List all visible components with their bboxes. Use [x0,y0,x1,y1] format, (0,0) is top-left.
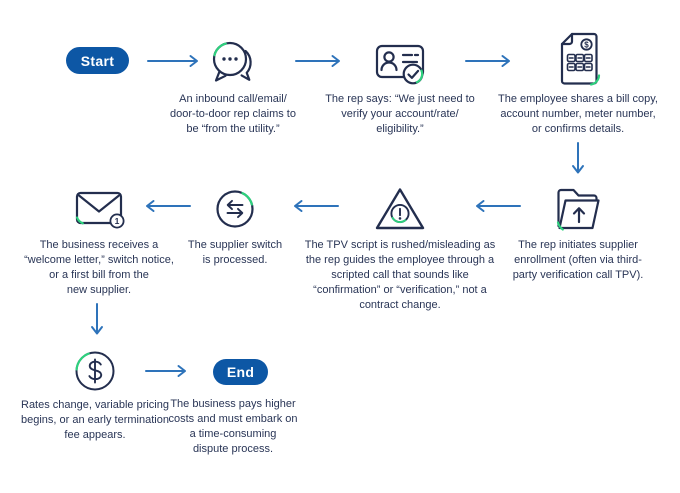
warning-triangle-icon [375,188,425,230]
flow-arrow-left-1 [476,200,521,212]
flow-arrow-down-2 [91,303,103,335]
svg-text:1: 1 [115,216,120,226]
switch-arrows-icon [216,190,254,228]
flow-step-supplier-enrollment: The rep initiates supplier enrollment (o… [480,180,676,283]
end-node: End [213,359,268,385]
flow-arrow-right-1 [147,55,198,67]
flow-step-rates-change: Rates change, variable pricing begins, o… [10,348,180,443]
flow-step-tpv-script: The TPV script is rushed/misleading as t… [292,180,508,313]
bill-document-icon: $ [560,32,601,86]
flow-step-inbound-claim: An inbound call/email/ door-to-door rep … [143,34,323,137]
dollar-circle-icon [75,351,115,391]
step-label: An inbound call/email/ door-to-door rep … [170,93,296,135]
flow-arrow-down-1 [572,142,584,174]
id-card-check-icon [375,44,425,85]
step-label: The rep says: “We just need to verify yo… [325,93,475,135]
flow-arrow-right-3 [465,55,510,67]
step-label: The supplier switch is processed. [187,239,283,266]
flow-arrow-right-2 [295,55,340,67]
start-node: Start [66,47,129,74]
chat-bubbles-icon [212,41,252,82]
svg-text:$: $ [584,41,589,50]
step-label: The employee shares a bill copy, account… [498,93,658,135]
flow-step-dispute-process: The business pays higher costs and must … [148,393,318,457]
step-label: The rep initiates supplier enrollment (o… [512,239,644,281]
flow-arrow-left-3 [146,200,191,212]
flow-arrow-left-2 [294,200,339,212]
flow-arrow-right-4 [145,365,186,377]
step-label: The business receives a “welcome letter,… [24,239,174,296]
step-label: Rates change, variable pricing begins, o… [21,399,169,441]
flow-step-share-details: $ The employee shares a bill copy, accou… [480,30,676,137]
folder-upload-icon [556,188,600,231]
flow-step-switch-processed: The supplier switch is processed. [160,180,310,268]
envelope-notification-icon: 1 [75,191,125,229]
step-label: The TPV script is rushed/misleading as t… [304,239,496,311]
flow-step-welcome-letter: 1 The business receives a “welcome lette… [14,180,184,298]
step-label: The business pays higher costs and must … [168,398,298,455]
flow-step-verify-request: The rep says: “We just need to verify yo… [310,34,490,137]
